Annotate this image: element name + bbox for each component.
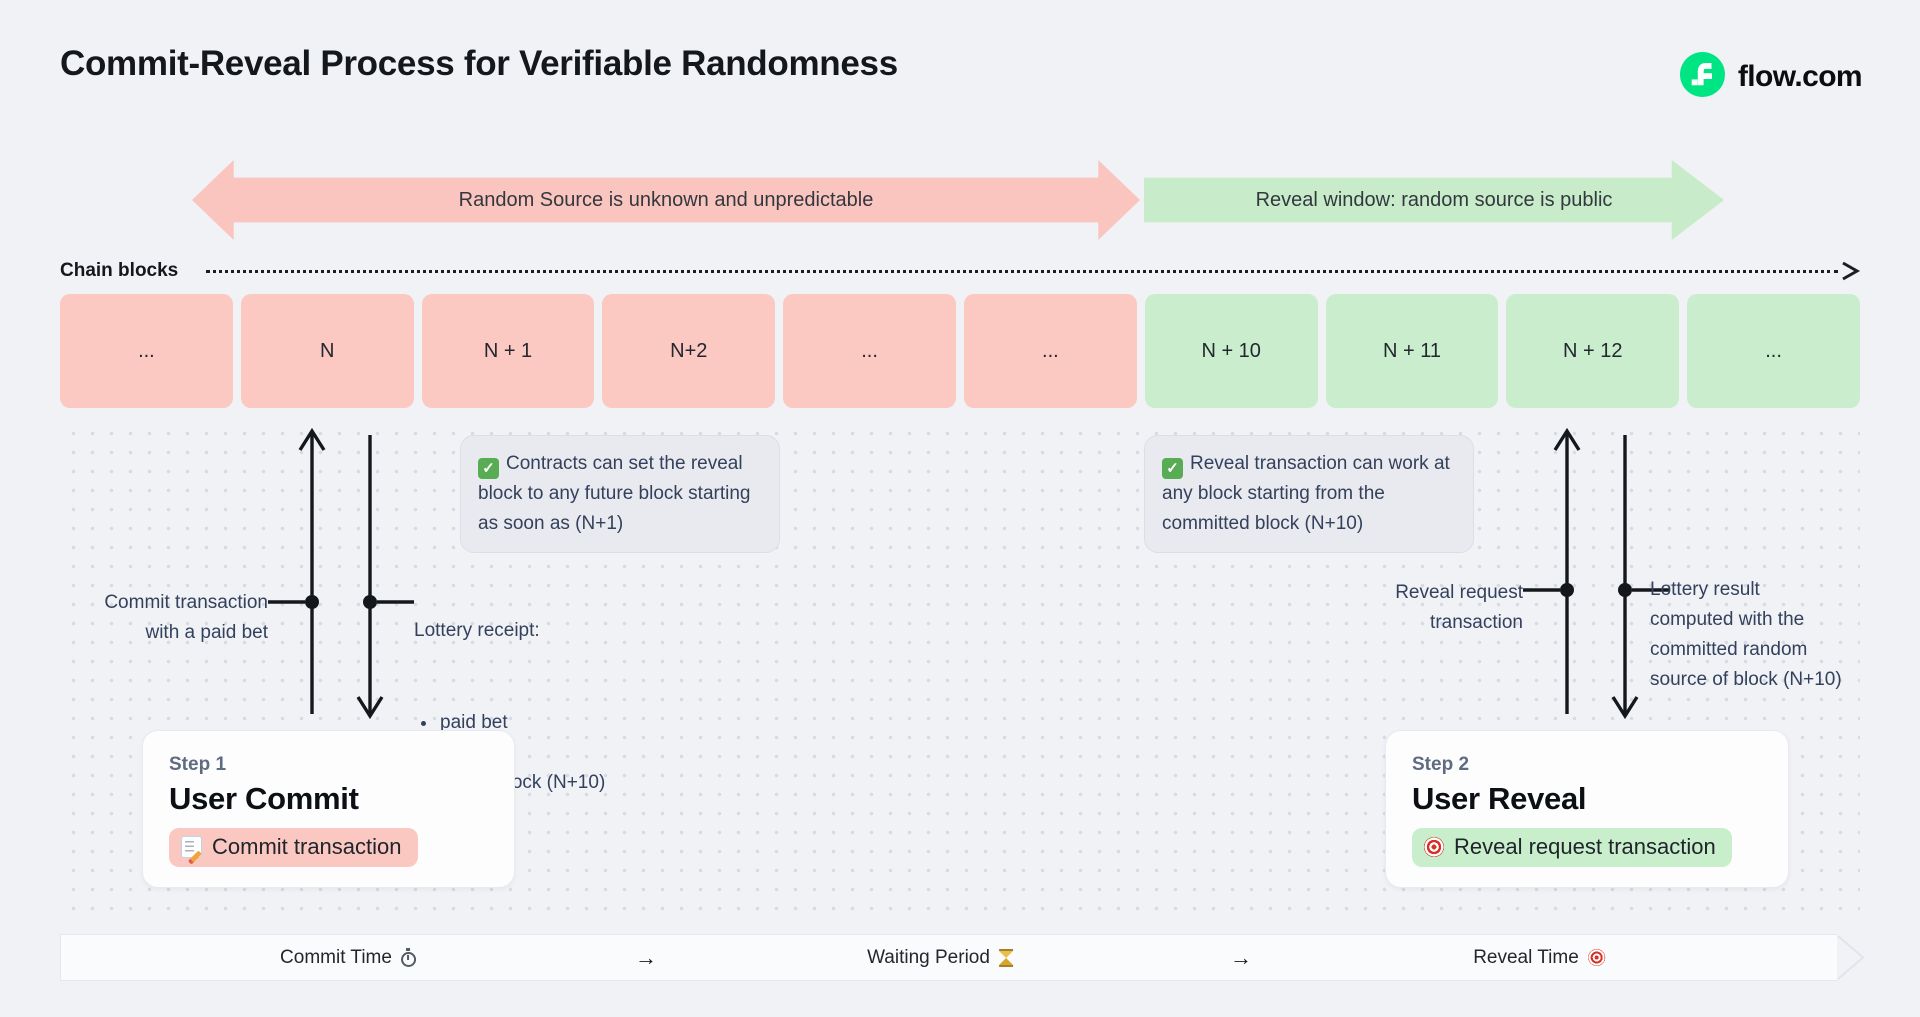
commit-pill-label: Commit transaction [212, 834, 402, 859]
reveal-window-label: Reveal window: random source is public [1255, 188, 1613, 211]
block-ellipsis-3: ... [963, 294, 1137, 408]
reveal-time-label: Reveal Time [1473, 946, 1579, 968]
target-icon [1424, 837, 1444, 857]
reveal-request-label: Reveal request transaction [1395, 582, 1523, 633]
step-1-label: Step 1 [169, 754, 227, 775]
block-n2: N+2 [602, 294, 776, 408]
block-n11: N + 11 [1325, 294, 1499, 408]
block-ellipsis-1: ... [60, 294, 233, 408]
step-2-label: Step 2 [1412, 754, 1470, 775]
timeline-arrow-1: → [635, 944, 657, 970]
memo-icon [181, 836, 202, 858]
commit-time-label: Commit Time [280, 946, 392, 968]
chain-blocks-row: ... N N + 1 N+2 ... ... N + 10 N + 11 N … [60, 294, 1860, 408]
flow-logo[interactable]: flow.com [1679, 52, 1863, 102]
unpredictable-phase-banner: Random Source is unknown and unpredictab… [192, 160, 1140, 240]
block-n12: N + 12 [1506, 294, 1680, 408]
brand-name: flow.com [1737, 60, 1863, 93]
waiting-period-label: Waiting Period [867, 946, 990, 968]
timeline-arrowhead-icon [1837, 935, 1865, 980]
timeline-bar: Commit Time → Waiting Period → Reveal Ti… [60, 934, 1837, 981]
check-icon [1162, 458, 1183, 479]
timeline-waiting-period: Waiting Period [867, 935, 1013, 980]
note-reveal-window-text: Reveal transaction can work at any block… [1162, 453, 1450, 534]
chain-blocks-label: Chain blocks [60, 260, 179, 281]
timeline-commit-time: Commit Time [280, 935, 416, 980]
step-2-card: Step 2 User Reveal Reveal request transa… [1385, 730, 1789, 888]
note-reveal-window: Reveal transaction can work at any block… [1144, 435, 1474, 553]
hourglass-icon [998, 948, 1013, 967]
block-n1: N + 1 [421, 294, 595, 408]
note-commit-window-text: Contracts can set the reveal block to an… [478, 453, 751, 534]
timeline-arrow-2: → [1230, 944, 1252, 970]
lottery-result-label: Lottery result computed with the committ… [1650, 579, 1842, 690]
commit-transaction-pill: Commit transaction [169, 828, 418, 867]
reveal-pill-label: Reveal request transaction [1454, 834, 1716, 859]
block-n10: N + 10 [1144, 294, 1318, 408]
chain-line-arrowhead-icon [1842, 261, 1861, 281]
timeline-reveal-time: Reveal Time [1473, 935, 1605, 980]
lottery-receipt-title: Lottery receipt: [414, 620, 540, 641]
step-1-title: User Commit [169, 781, 359, 816]
reveal-request-pill: Reveal request transaction [1412, 828, 1732, 867]
step-2-title: User Reveal [1412, 781, 1587, 816]
block-ellipsis-2: ... [783, 294, 956, 408]
target-icon [1587, 949, 1605, 966]
reveal-window-banner: Reveal window: random source is public [1144, 160, 1724, 240]
chain-dotted-line [206, 270, 1838, 273]
block-ellipsis-4: ... [1687, 294, 1860, 408]
stopwatch-icon [400, 948, 416, 967]
note-commit-window: Contracts can set the reveal block to an… [460, 435, 780, 553]
check-icon [478, 458, 499, 479]
lottery-receipt-item: paid bet [438, 708, 605, 738]
page-title: Commit-Reveal Process for Verifiable Ran… [60, 44, 898, 83]
block-n: N [240, 294, 414, 408]
step-1-card: Step 1 User Commit Commit transaction [142, 730, 515, 888]
unpredictable-phase-label: Random Source is unknown and unpredictab… [458, 188, 874, 211]
flow-logo-icon [1679, 52, 1725, 102]
commit-transaction-label: Commit transaction with a paid bet [104, 592, 268, 643]
